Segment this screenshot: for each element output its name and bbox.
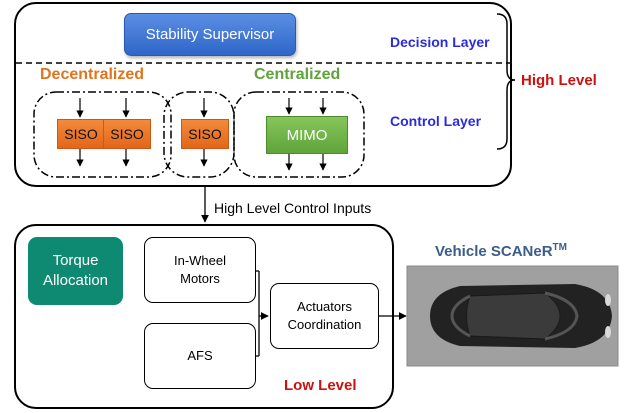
- in-wheel-motors-label: In-Wheel Motors: [173, 253, 227, 286]
- low-level-label: Low Level: [284, 377, 357, 394]
- torque-allocation-box: Torque Allocation: [28, 237, 123, 305]
- control-layer-label: Control Layer: [390, 113, 482, 129]
- vehicle-trademark: TM: [552, 242, 567, 253]
- in-wheel-motors-box: In-Wheel Motors: [144, 237, 256, 303]
- siso-block-3: SISO: [181, 119, 229, 149]
- mimo-block-label: MIMO: [286, 126, 328, 144]
- mimo-block: MIMO: [266, 116, 348, 154]
- decentralized-group-outline: [33, 91, 172, 178]
- siso-block-1-label: SISO: [64, 126, 98, 142]
- vehicle-image: [406, 265, 619, 367]
- centralized-label: Centralized: [254, 66, 341, 83]
- stability-supervisor-box: Stability Supervisor: [124, 13, 296, 56]
- siso-block-2-label: SISO: [110, 126, 144, 142]
- stability-supervisor-label: Stability Supervisor: [145, 26, 275, 43]
- actuators-coordination-box: Actuators Coordination: [270, 283, 379, 349]
- high-level-label: High Level: [521, 72, 597, 89]
- siso-block-3-label: SISO: [188, 126, 222, 142]
- vehicle-title-text: Vehicle SCANeR: [435, 243, 553, 260]
- vehicle-title: Vehicle SCANeRTM: [435, 242, 567, 260]
- torque-allocation-label: Torque Allocation: [42, 252, 109, 289]
- decision-layer-label: Decision Layer: [390, 34, 490, 50]
- afs-label: AFS: [187, 348, 213, 363]
- high-level-control-inputs-label: High Level Control Inputs: [214, 200, 372, 216]
- actuators-coordination-label: Actuators Coordination: [287, 299, 362, 332]
- siso-block-2: SISO: [103, 119, 151, 149]
- high-level-bracket: [496, 13, 516, 150]
- decentralized-label: Decentralized: [40, 66, 145, 83]
- siso-block-1: SISO: [57, 119, 105, 149]
- centralized-group-outline: [233, 91, 365, 178]
- afs-box: AFS: [144, 323, 256, 389]
- single-siso-group-outline: [163, 91, 235, 178]
